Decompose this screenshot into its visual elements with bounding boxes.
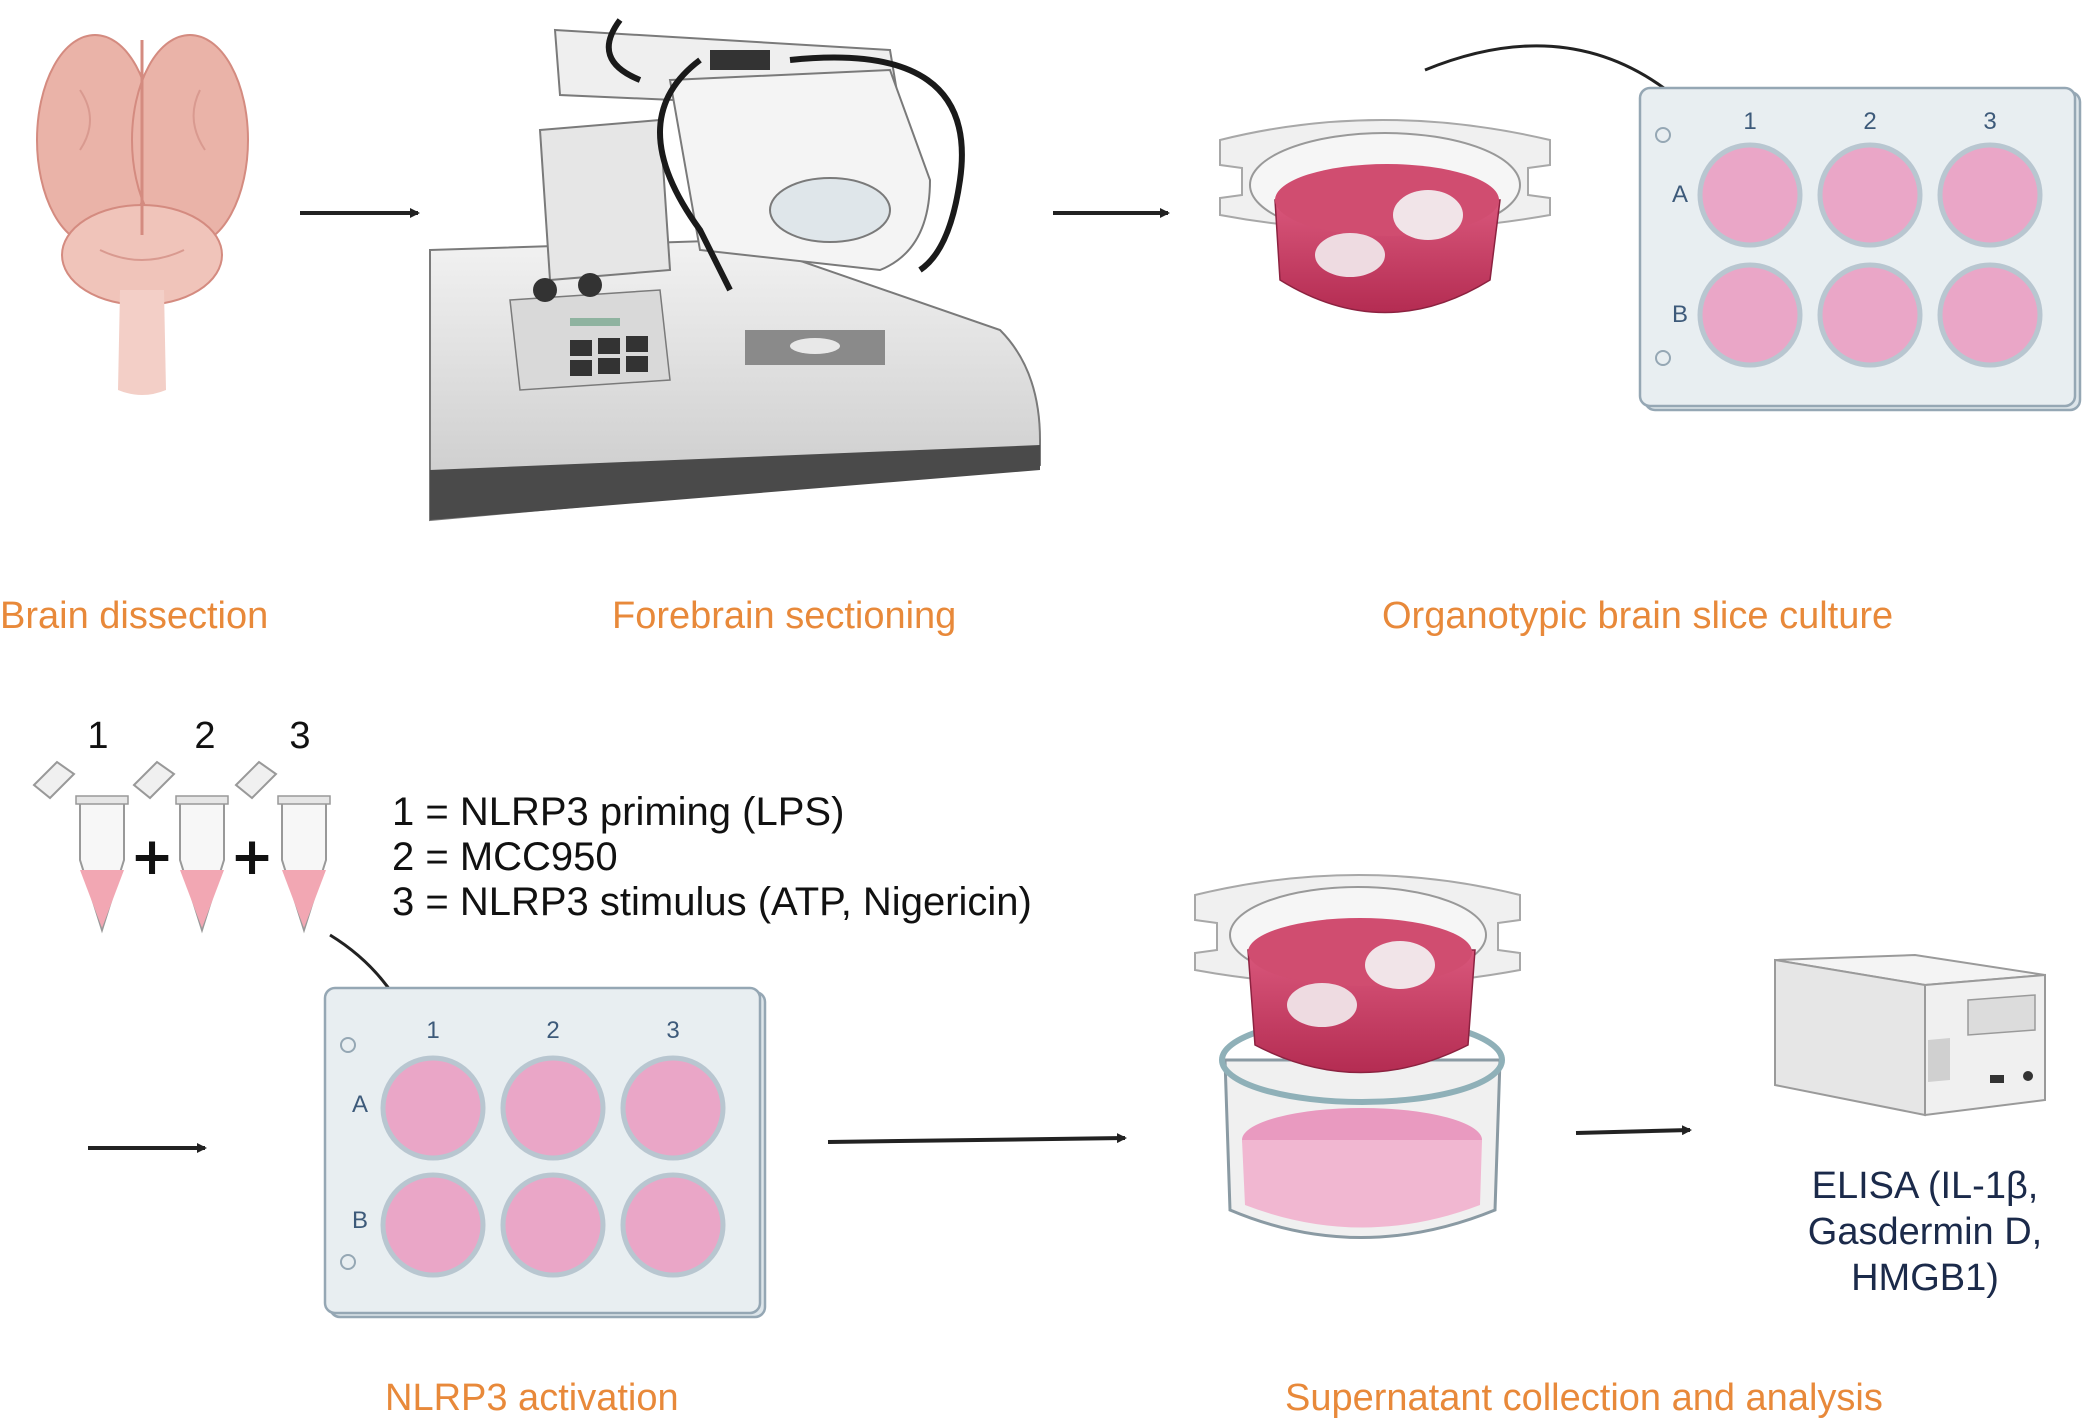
legend-line-1: 1 = NLRP3 priming (LPS) <box>392 790 844 834</box>
tube-3-number: 3 <box>289 715 310 757</box>
tube-1-number: 1 <box>87 715 108 757</box>
step-forebrain-sectioning: Forebrain sectioning <box>612 595 956 637</box>
six-well-plate-icon <box>323 986 767 1319</box>
plate-top-col-3: 3 <box>1983 108 1996 135</box>
step-brain-dissection: Brain dissection <box>0 595 268 637</box>
elisa-line-3: HMGB1) <box>1851 1257 1999 1299</box>
plate-bottom-row-a: A <box>352 1091 368 1118</box>
plus-sign-2: + <box>230 827 274 887</box>
step-nlrp3-activation: NLRP3 activation <box>385 1377 679 1419</box>
brain-icon <box>36 34 249 395</box>
plate-top-col-1: 1 <box>1743 108 1756 135</box>
plate-bottom-col-1: 1 <box>426 1017 439 1044</box>
plate-top-col-2: 2 <box>1863 108 1876 135</box>
vibratome-icon <box>429 18 1041 522</box>
plus-sign-1: + <box>130 827 174 887</box>
arrow-supernatant-to-elisa <box>1575 1125 1692 1136</box>
step-supernatant-collection: Supernatant collection and analysis <box>1285 1377 1883 1419</box>
plate-bottom-col-3: 3 <box>666 1017 679 1044</box>
tube-2-number: 2 <box>194 715 215 757</box>
elisa-line-2: Gasdermin D, <box>1808 1211 2042 1253</box>
culture-dish-icon <box>1219 119 1551 314</box>
plate-bottom-row-b: B <box>352 1207 368 1234</box>
six-well-plate-icon <box>1638 86 2082 412</box>
culture-dish-icon <box>1194 874 1521 1239</box>
arrow-activation-to-supernatant <box>827 1133 1127 1144</box>
legend-line-2: 2 = MCC950 <box>392 835 618 879</box>
elisa-line-1: ELISA (IL-1β, <box>1812 1165 2039 1207</box>
plate-top-row-b: B <box>1672 301 1688 328</box>
step-slice-culture: Organotypic brain slice culture <box>1382 595 1893 637</box>
microtube-icon <box>32 760 331 934</box>
elisa-reader-icon <box>1774 953 2046 1117</box>
plate-bottom-col-2: 2 <box>546 1017 559 1044</box>
legend-line-3: 3 = NLRP3 stimulus (ATP, Nigericin) <box>392 880 1032 924</box>
plate-top-row-a: A <box>1672 181 1688 208</box>
